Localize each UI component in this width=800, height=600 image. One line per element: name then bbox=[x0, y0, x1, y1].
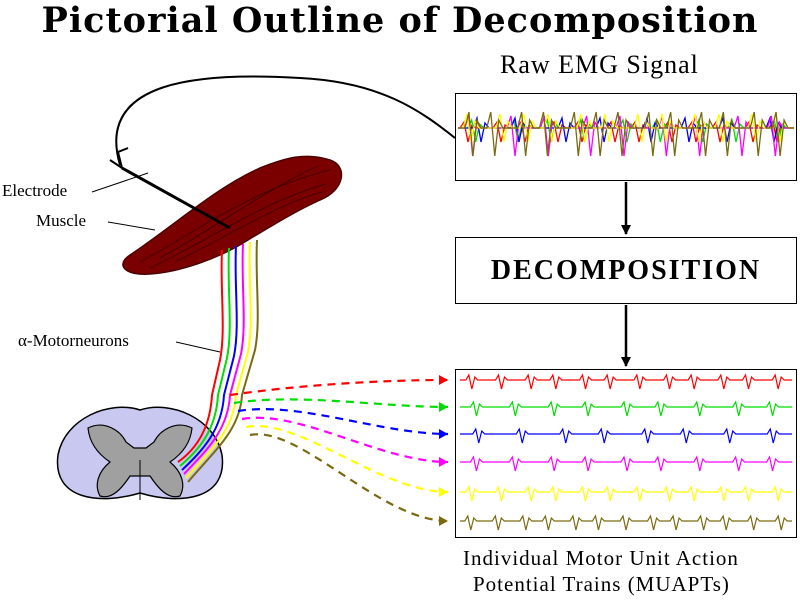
raw-emg-trace-mu4 bbox=[458, 115, 794, 157]
motorneurons-label: α-Motorneurons bbox=[18, 331, 129, 350]
arrowhead-mu5 bbox=[439, 487, 448, 497]
motorneuron-mu4 bbox=[183, 243, 245, 475]
dashed-arrow-mu5 bbox=[245, 424, 449, 494]
muapt-dashed-arrows bbox=[229, 375, 449, 526]
raw-emg-label: Raw EMG Signal bbox=[500, 50, 699, 79]
raw-emg-trace-mu6 bbox=[458, 111, 794, 157]
diagram-title: Pictorial Outline of Decomposition bbox=[41, 0, 759, 41]
arrowhead-mu4 bbox=[439, 457, 448, 467]
arrowhead-mu1 bbox=[439, 375, 448, 385]
motorneuron-mu5 bbox=[185, 241, 252, 479]
motorneuron-mu3 bbox=[181, 245, 238, 471]
muapt-traces bbox=[460, 373, 792, 531]
muapt-trace-mu6 bbox=[460, 514, 792, 531]
muscle-label: Muscle bbox=[36, 211, 87, 230]
muapt-trace-mu4 bbox=[460, 455, 792, 472]
spinal-cord-icon bbox=[56, 406, 224, 500]
motorneuron-mu1 bbox=[177, 249, 224, 463]
muapt-trace-mu2 bbox=[460, 400, 792, 417]
motorneuron-mu2 bbox=[179, 247, 231, 467]
dashed-arrow-mu3 bbox=[237, 408, 449, 436]
dashed-arrow-mu6 bbox=[249, 433, 449, 523]
muscle-icon bbox=[122, 155, 343, 275]
motorneuron-mu6 bbox=[187, 239, 259, 483]
arrowhead-mu6 bbox=[439, 516, 448, 526]
muapt-box bbox=[455, 369, 797, 538]
dashed-arrow-mu1 bbox=[229, 378, 449, 397]
muapt-trace-mu3 bbox=[460, 427, 792, 444]
arrowhead-mu3 bbox=[439, 429, 448, 439]
muapt-trace-mu5 bbox=[460, 485, 792, 502]
muapt-label-line2: Potential Trains (MUAPTs) bbox=[473, 572, 730, 596]
electrode-cable bbox=[115, 75, 456, 166]
decomposition-box: DECOMPOSITION bbox=[455, 237, 797, 304]
dashed-arrow-mu2 bbox=[233, 398, 449, 409]
arrowhead-mu2 bbox=[439, 402, 448, 412]
muapt-label-line1: Individual Motor Unit Action bbox=[463, 546, 739, 570]
raw-emg-signal bbox=[458, 111, 794, 157]
electrode-icon bbox=[109, 147, 231, 230]
muapt-trace-mu1 bbox=[460, 373, 792, 390]
dashed-arrow-mu4 bbox=[241, 416, 449, 464]
motorneuron-paths bbox=[177, 239, 259, 483]
raw-emg-trace-mu2 bbox=[458, 117, 794, 143]
electrode-label: Electrode bbox=[2, 181, 68, 200]
